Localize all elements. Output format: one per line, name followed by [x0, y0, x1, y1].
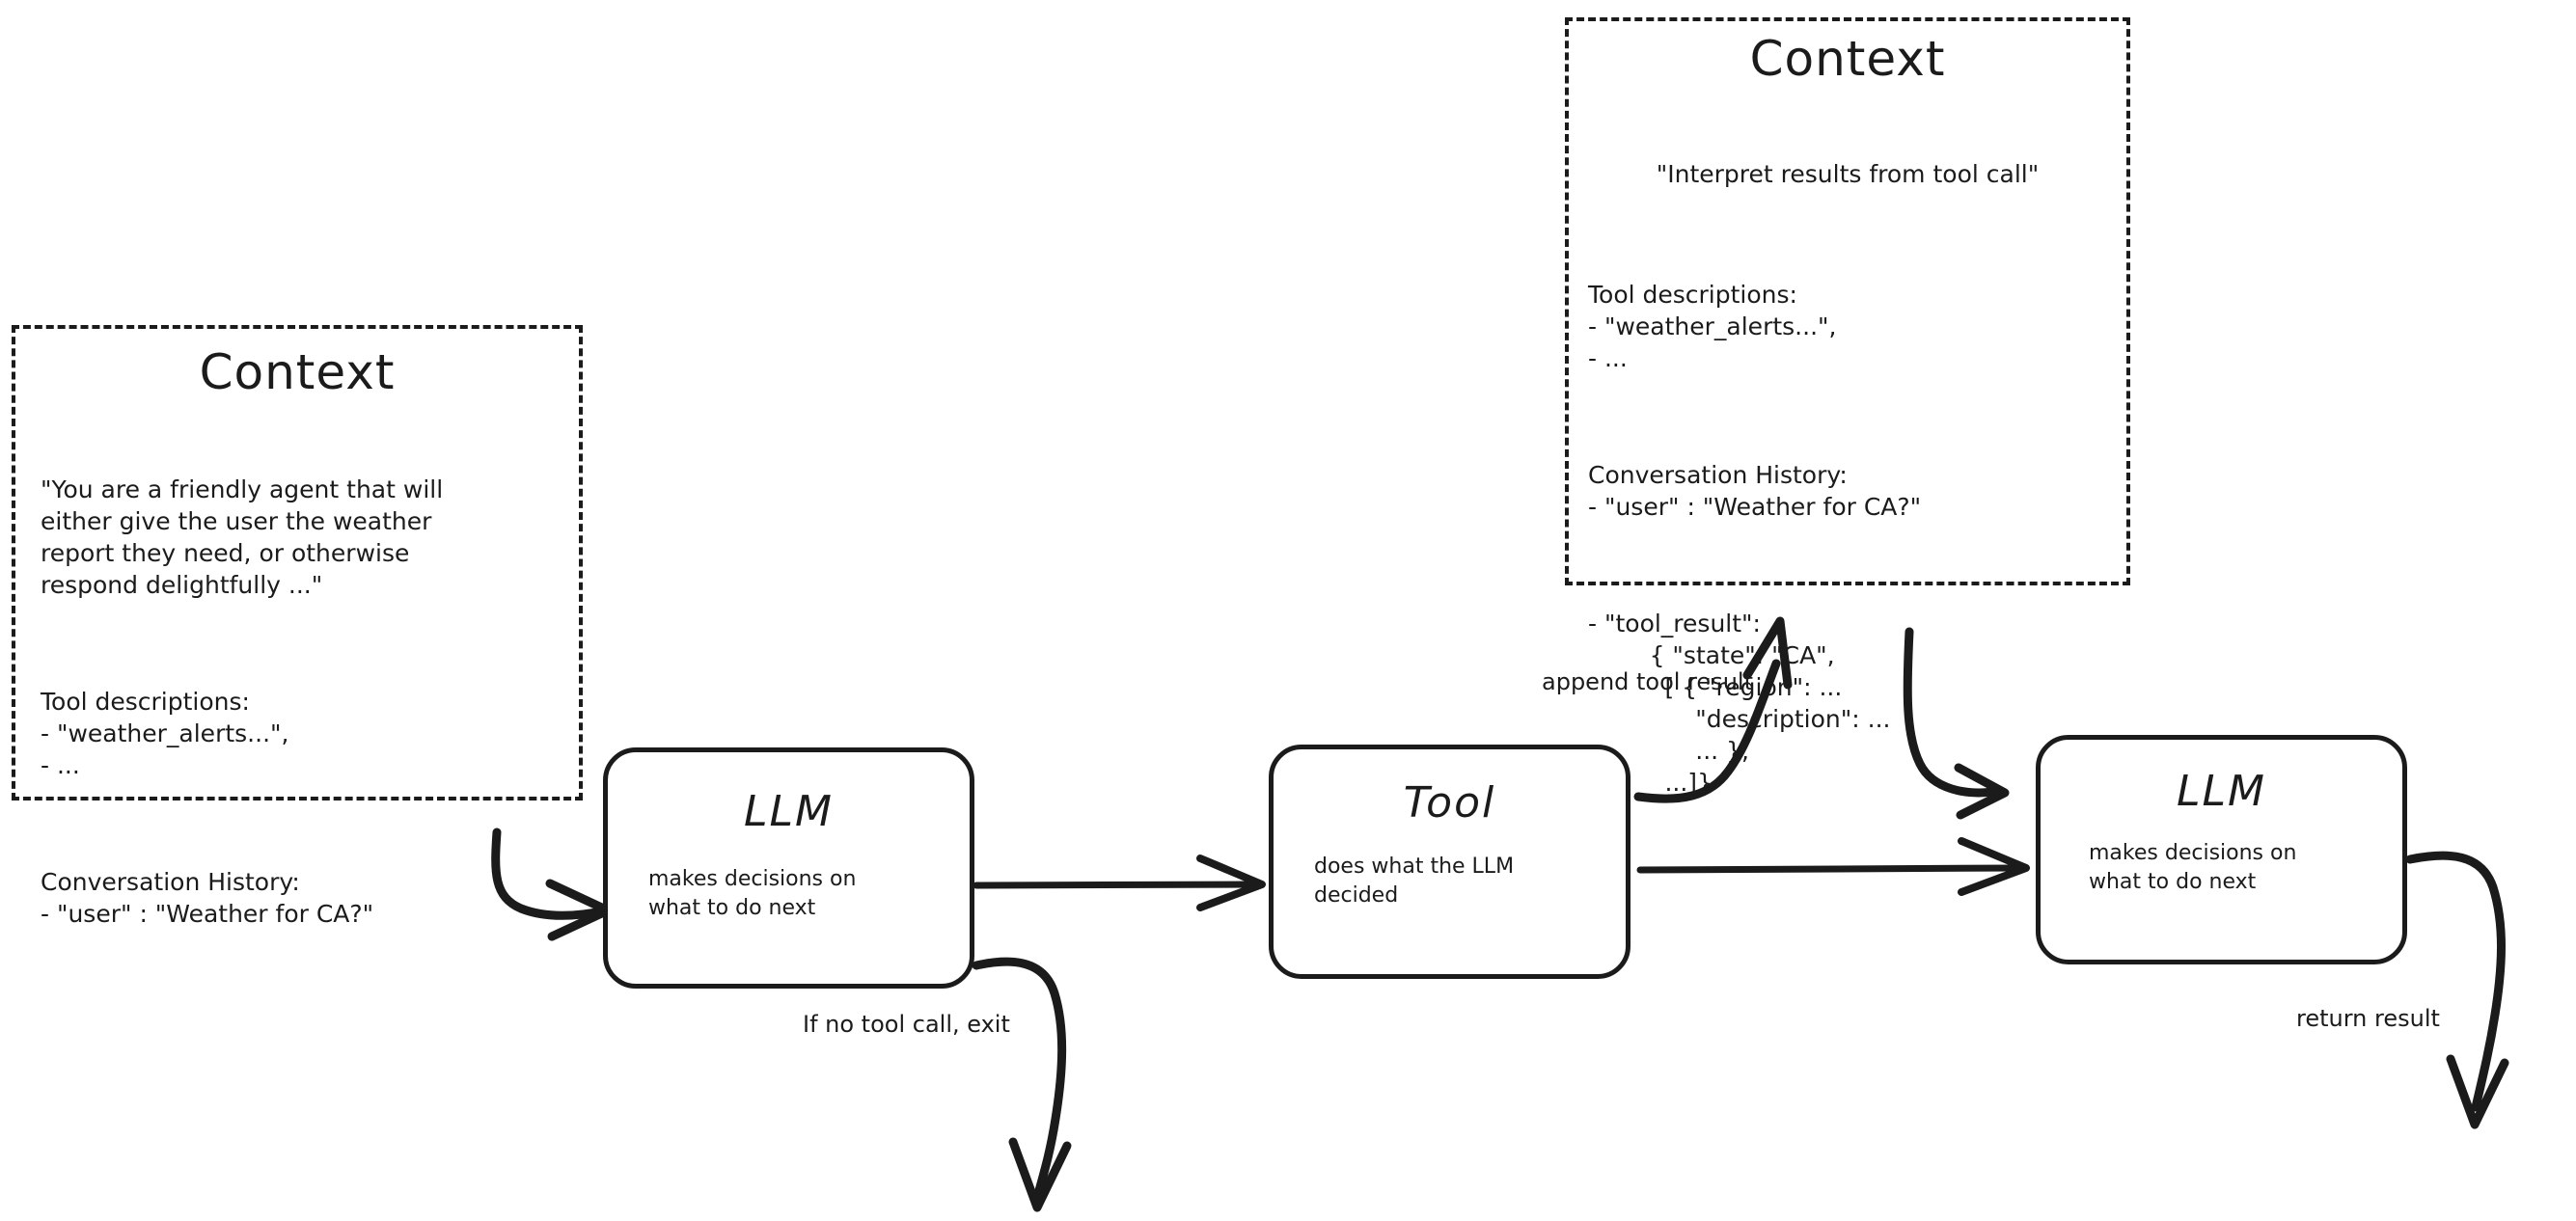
context-right-tool-descriptions: Tool descriptions: - "weather_alerts..."… — [1588, 281, 1837, 372]
context-left-body: "You are a friendly agent that will eith… — [15, 410, 579, 993]
context-right-conversation-history: Conversation History: - "user" : "Weathe… — [1588, 461, 1922, 521]
context-box-right: Context "Interpret results from tool cal… — [1565, 17, 2130, 797]
node-tool-title: Tool — [1403, 778, 1496, 828]
edge-llm-to-tool-path — [973, 881, 1258, 889]
node-llm-first-subtitle: makes decisions on what to do next — [648, 867, 857, 920]
context-right-body: "Interpret results from tool call" Tool … — [1569, 95, 2126, 862]
edge-return-arrowhead — [2446, 1054, 2509, 1129]
context-box-left: Context "You are a friendly agent that w… — [12, 325, 583, 928]
edge-llm-to-tool-arrowhead — [1196, 855, 1266, 911]
context-right-system-prompt: "Interpret results from tool call" — [1656, 160, 2040, 188]
context-left-system-prompt: "You are a friendly agent that will eith… — [41, 475, 444, 599]
context-left-tool-descriptions: Tool descriptions: - "weather_alerts..."… — [41, 688, 289, 779]
node-llm-second-subtitle: makes decisions on what to do next — [2089, 841, 2297, 894]
context-left-conversation-history: Conversation History: - "user" : "Weathe… — [41, 868, 374, 928]
edge-return-path — [2405, 851, 2506, 1112]
node-tool[interactable]: Tool does what the LLM decided — [1269, 745, 1631, 979]
node-llm-first[interactable]: LLM makes decisions on what to do next — [603, 747, 974, 989]
node-llm-second[interactable]: LLM makes decisions on what to do next — [2036, 735, 2407, 964]
node-tool-subtitle: does what the LLM decided — [1314, 855, 1515, 908]
context-right-tool-result: - "tool_result": { "state": "CA", [ { "r… — [1588, 610, 1891, 797]
edge-tool-to-llm2-path — [1636, 864, 2022, 874]
node-llm-second-title: LLM — [2177, 767, 2266, 816]
edge-label-exit: If no tool call, exit — [803, 1011, 1010, 1038]
edge-exit-arrowhead — [1008, 1137, 1072, 1212]
context-left-title: Context — [199, 344, 396, 400]
node-llm-first-title: LLM — [744, 787, 834, 836]
edge-label-append-tool-result: append tool result — [1542, 668, 1753, 695]
edge-exit-path — [972, 957, 1067, 1199]
context-right-title: Context — [1749, 31, 1946, 87]
edge-label-return-result: return result — [2296, 1005, 2440, 1032]
